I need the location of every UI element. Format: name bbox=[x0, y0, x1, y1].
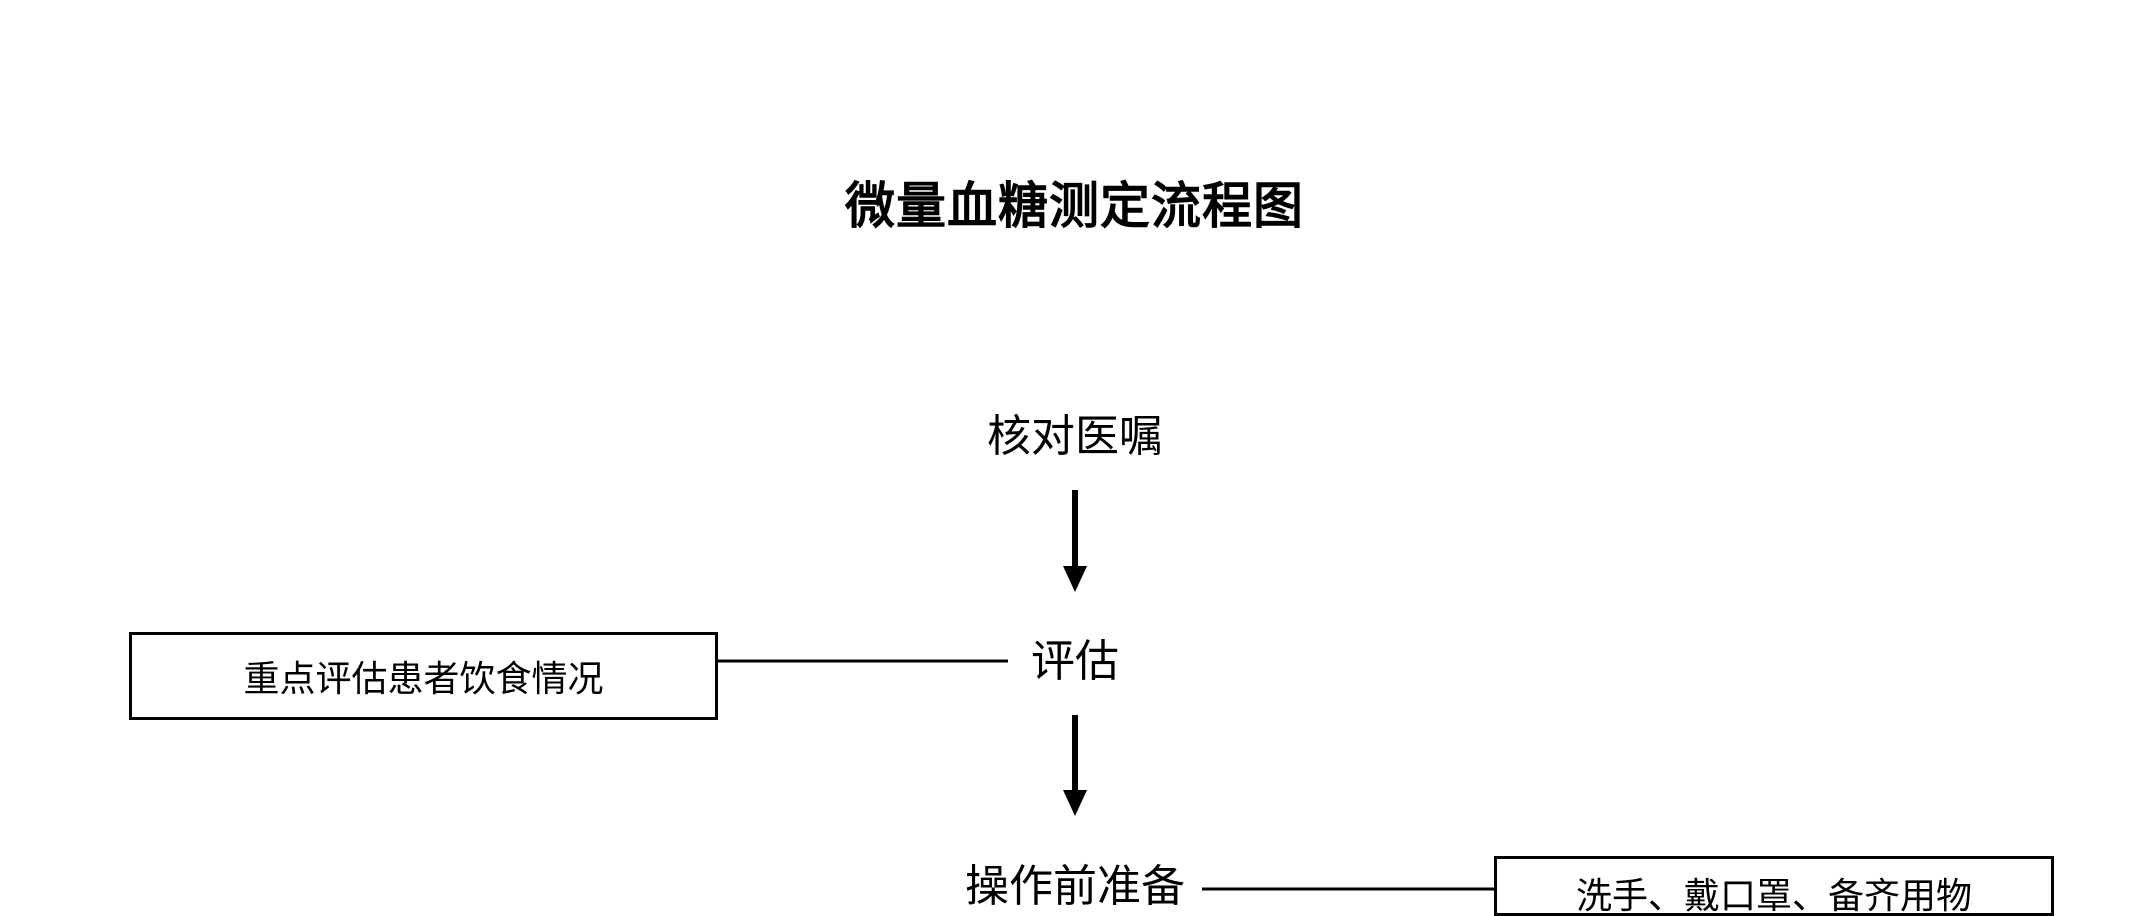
note-box-diet-assessment: 重点评估患者饮食情况 bbox=[129, 632, 718, 720]
step-verify-order: 核对医嘱 bbox=[987, 411, 1163, 462]
arrow-assess-to-prep bbox=[1063, 715, 1087, 816]
arrow-head bbox=[1063, 790, 1087, 816]
arrow-head bbox=[1063, 566, 1087, 592]
diagram-title: 微量血糖测定流程图 bbox=[845, 177, 1304, 235]
step-assess: 评估 bbox=[1031, 636, 1119, 687]
arrow-verify-to-assess bbox=[1063, 490, 1087, 592]
note-diet-text: 重点评估患者饮食情况 bbox=[243, 659, 604, 700]
